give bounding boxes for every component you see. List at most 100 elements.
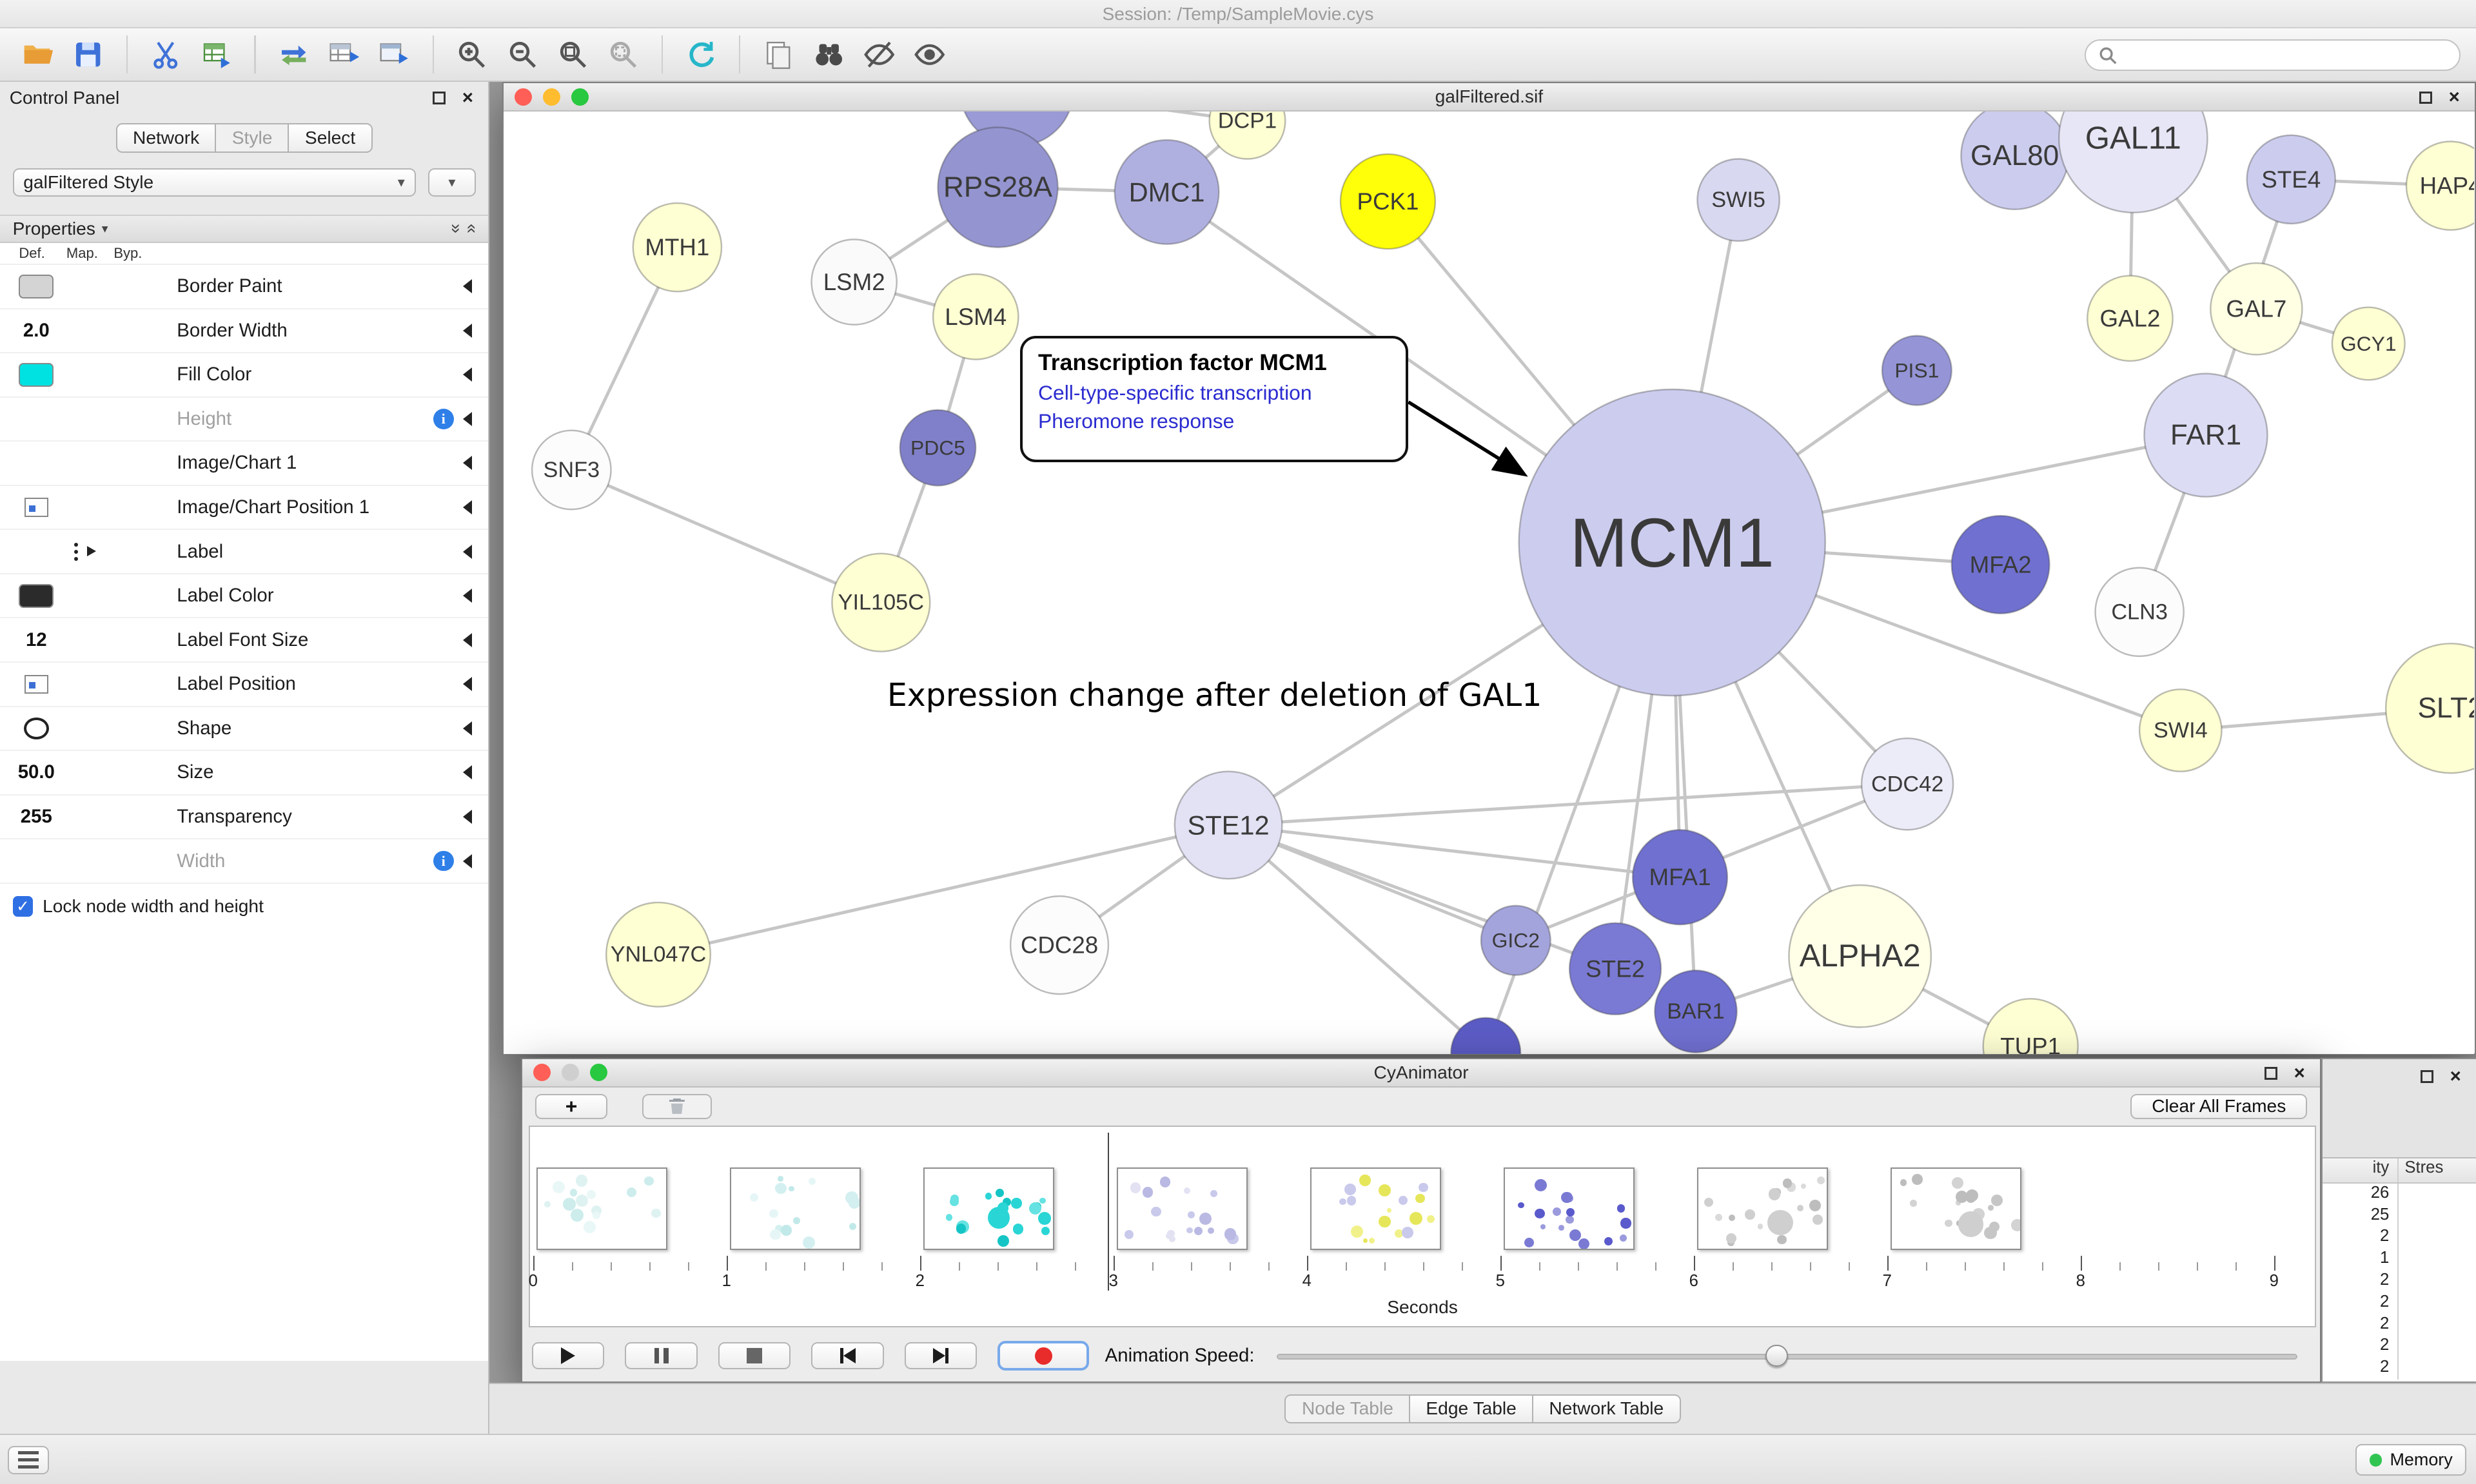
frame-thumbnail-4[interactable] [1310,1167,1441,1250]
close-panel-icon[interactable]: × [462,86,473,108]
network-node-PIS1[interactable] [1881,335,1952,407]
zoom-fit-icon[interactable] [553,34,594,75]
network-node-MFA2[interactable] [1950,515,2050,615]
info-icon[interactable]: i [433,850,454,872]
zoom-selected-icon[interactable] [603,34,644,75]
network-node-MTH1[interactable] [632,202,722,293]
slider-knob[interactable] [1765,1345,1788,1367]
open-icon[interactable] [17,34,59,75]
table-row[interactable]: 2 [2323,1336,2476,1358]
tab-node-table[interactable]: Node Table [1284,1394,1411,1424]
expand-row-icon[interactable] [463,721,473,736]
zoom-in-icon[interactable] [451,34,493,75]
close-window-icon[interactable] [514,88,532,106]
expand-row-icon[interactable] [463,544,473,559]
expand-all-icon[interactable]: » [460,224,480,234]
network-node-GAL2[interactable] [2086,275,2174,362]
previous-frame-button[interactable] [811,1342,884,1370]
timeline-playhead[interactable] [1107,1133,1110,1291]
float-panel-icon[interactable] [428,87,450,109]
frame-thumbnail-0[interactable] [536,1167,667,1250]
tab-edge-table[interactable]: Edge Table [1408,1394,1534,1424]
property-row-fill-color[interactable]: Fill Color [0,353,488,398]
expand-row-icon[interactable] [463,632,473,647]
close-network-icon[interactable]: × [2448,86,2460,108]
network-node-GCY1[interactable] [2331,306,2406,381]
annotation-box[interactable]: Transcription factor MCM1 Cell-type-spec… [1019,336,1408,463]
save-icon[interactable] [68,34,109,75]
expand-row-icon[interactable] [463,765,473,780]
info-icon[interactable]: i [433,409,454,429]
network-node-YIL105C[interactable] [830,552,931,653]
expand-row-icon[interactable] [463,854,473,868]
network-node-n_bot[interactable] [1449,1017,1522,1055]
frame-thumbnail-7[interactable] [1890,1167,2021,1250]
stop-button[interactable] [718,1342,791,1370]
expand-row-icon[interactable] [463,323,473,338]
property-row-label[interactable]: Label [0,530,488,574]
tab-style[interactable]: Style [215,123,290,153]
panel-menu-button[interactable] [8,1445,49,1474]
expand-row-icon[interactable] [463,456,473,471]
search-box[interactable] [2084,39,2461,72]
float-table-icon[interactable] [2416,1066,2438,1088]
table-col-identity[interactable]: ity [2323,1158,2399,1182]
annotation-link-1[interactable]: Cell-type-specific transcription [1038,380,1312,404]
style-options-button[interactable]: ▾ [428,168,476,197]
expand-row-icon[interactable] [463,589,473,603]
show-icon[interactable] [909,34,950,75]
table-row[interactable]: 2 [2323,1227,2476,1249]
zoom-window-icon[interactable] [590,1064,608,1082]
hide-icon[interactable] [859,34,900,75]
delete-frame-button[interactable] [642,1093,712,1119]
expand-row-icon[interactable] [463,500,473,515]
network-node-MCM1[interactable] [1518,389,1826,697]
tab-select[interactable]: Select [288,123,373,153]
minimize-window-icon[interactable] [542,88,560,106]
color-swatch[interactable] [19,362,54,387]
network-node-CLN3[interactable] [2094,567,2185,658]
property-row-shape[interactable]: Shape [0,707,488,752]
property-row-border-paint[interactable]: Border Paint [0,265,488,309]
network-node-LSM2[interactable] [811,239,898,326]
cut-icon[interactable] [145,34,186,75]
refresh-icon[interactable] [680,34,722,75]
import-table-icon[interactable] [196,34,237,75]
export-window-icon[interactable] [374,34,415,75]
network-node-YNL047C[interactable] [605,902,711,1008]
network-node-PDC5[interactable] [899,409,977,487]
network-node-HAP4[interactable] [2405,141,2475,231]
network-node-RPS28A[interactable] [936,126,1059,249]
network-node-SWI4[interactable] [2138,688,2223,773]
table-row[interactable]: 26 [2323,1183,2476,1206]
record-button[interactable] [997,1340,1090,1371]
network-node-FAR1[interactable] [2143,373,2268,498]
style-selector[interactable]: galFiltered Style ▾ [12,168,416,197]
expand-row-icon[interactable] [463,411,473,426]
annotation-link-2[interactable]: Pheromone response [1038,409,1235,433]
lock-size-checkbox[interactable]: ✓ [12,896,34,917]
zoom-window-icon[interactable] [571,88,589,106]
network-node-STE4[interactable] [2246,134,2336,225]
expand-row-icon[interactable] [463,279,473,294]
property-row-label-position[interactable]: Label Position [0,663,488,707]
network-node-TUP1[interactable] [1982,998,2079,1055]
property-row-image-chart-1[interactable]: Image/Chart 1 [0,442,488,486]
network-node-BAR1[interactable] [1653,970,1738,1054]
network-node-SWI5[interactable] [1696,158,1780,242]
table-row[interactable]: 1 [2323,1249,2476,1271]
network-node-SLT2[interactable] [2384,643,2475,774]
network-node-SNF3[interactable] [531,429,612,511]
minimize-window-icon[interactable] [562,1064,580,1082]
property-row-label-color[interactable]: Label Color [0,574,488,619]
network-node-GAL7[interactable] [2209,262,2303,356]
network-node-CDC28[interactable] [1009,895,1109,995]
float-network-icon[interactable] [2415,86,2437,108]
table-row[interactable]: 2 [2323,1314,2476,1336]
